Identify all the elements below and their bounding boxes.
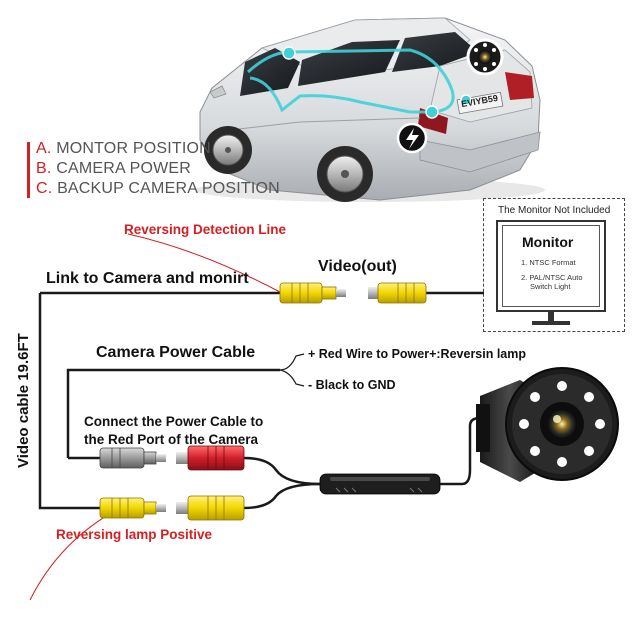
- backup-camera: [476, 367, 619, 482]
- camera-video-connector-male: [176, 495, 245, 521]
- cable-junction: [319, 473, 441, 495]
- monitor-spec-2a: 2. PAL/NTSC Auto: [521, 273, 583, 282]
- lightning-icon: [406, 128, 419, 149]
- marker-c: [460, 94, 472, 106]
- video-cable-length-label: Video cable 19.6FT: [15, 333, 32, 468]
- camera-power-cable-label: Camera Power Cable: [96, 344, 256, 361]
- cables: [38, 291, 484, 510]
- reversing-lamp-label: Reversing lamp Positive: [56, 527, 213, 542]
- video-connector-female: [279, 282, 346, 304]
- marker-a: [282, 46, 296, 60]
- monitor-stand: [532, 312, 570, 325]
- monitor-not-included-box: [483, 198, 625, 332]
- monitor-title: Monitor: [522, 234, 574, 250]
- camera-video-connector-female: [99, 497, 166, 519]
- marker-b: [425, 105, 439, 119]
- car-illustration: [195, 17, 545, 202]
- connect-instruction-line2: the Red Port of the Camera: [84, 432, 259, 447]
- video-connector-male: [368, 282, 427, 304]
- power-connector-grey: [99, 447, 166, 469]
- legend-item-a: A. MONTOR POSITION: [36, 140, 211, 157]
- link-label: Link to Camera and monirt: [46, 270, 249, 287]
- monitor-spec-2b: Switch Light: [530, 282, 571, 291]
- legend-item-c: C. BACKUP CAMERA POSITION: [36, 180, 280, 197]
- connect-instruction-line1: Connect the Power Cable to: [84, 414, 264, 429]
- monitor-screen: [496, 220, 606, 312]
- legend-item-b: B. CAMERA POWER: [36, 160, 192, 177]
- video-out-label: Video(out): [318, 258, 397, 275]
- legend-accent-bar: [27, 142, 30, 198]
- red-wire-label: + Red Wire to Power+:Reversin lamp: [308, 347, 527, 361]
- lamp-pointer: [29, 507, 121, 601]
- power-connector-red: [176, 445, 245, 471]
- detection-pointer: [127, 233, 281, 293]
- monitor-spec-1: 1. NTSC Format: [521, 258, 576, 267]
- monitor-note: The Monitor Not Included: [498, 205, 611, 216]
- reversing-detection-label: Reversing Detection Line: [124, 222, 287, 237]
- black-wire-label: - Black to GND: [308, 378, 396, 392]
- monitor-screen-inner: [502, 225, 600, 307]
